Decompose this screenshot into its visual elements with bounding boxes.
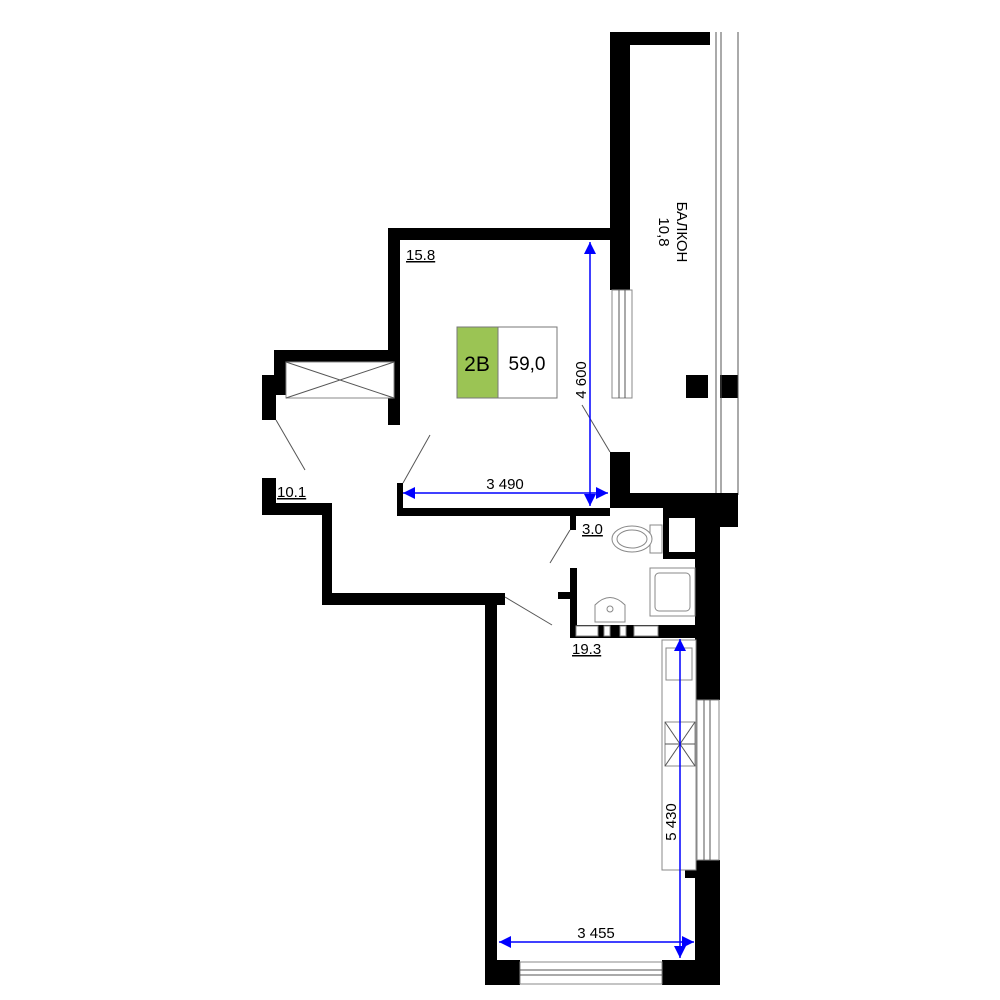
apartment-badge: 2В 59,0 <box>456 326 558 399</box>
bathroom-area: 3.0 <box>582 521 603 538</box>
hall-area: 10.1 <box>277 484 306 501</box>
living-width-label: 3 490 <box>486 476 524 493</box>
area-badge <box>497 326 558 399</box>
living-depth-label: 4 600 <box>573 361 590 399</box>
balcony-area: 10,8 <box>655 217 672 246</box>
apartment-type: 2В <box>464 353 490 376</box>
living-room-area: 15.8 <box>406 247 435 264</box>
balcony-name: БАЛКОН <box>673 202 690 263</box>
wardrobe <box>285 361 395 399</box>
balcony <box>610 32 739 495</box>
shower <box>649 567 696 617</box>
kitchen-living-area: 19.3 <box>572 641 601 658</box>
toilet <box>611 524 663 554</box>
apartment-area: 59,0 <box>509 354 546 375</box>
balcony-window <box>611 289 633 399</box>
walls <box>262 228 738 985</box>
side-window <box>696 699 720 861</box>
washbasin <box>594 597 626 623</box>
kitchen-depth-label: 5 430 <box>663 803 680 841</box>
bath-vents <box>575 625 659 637</box>
type-badge <box>456 326 499 399</box>
kitchen-width-label: 3 455 <box>577 925 615 942</box>
kitchen-window <box>519 961 663 985</box>
